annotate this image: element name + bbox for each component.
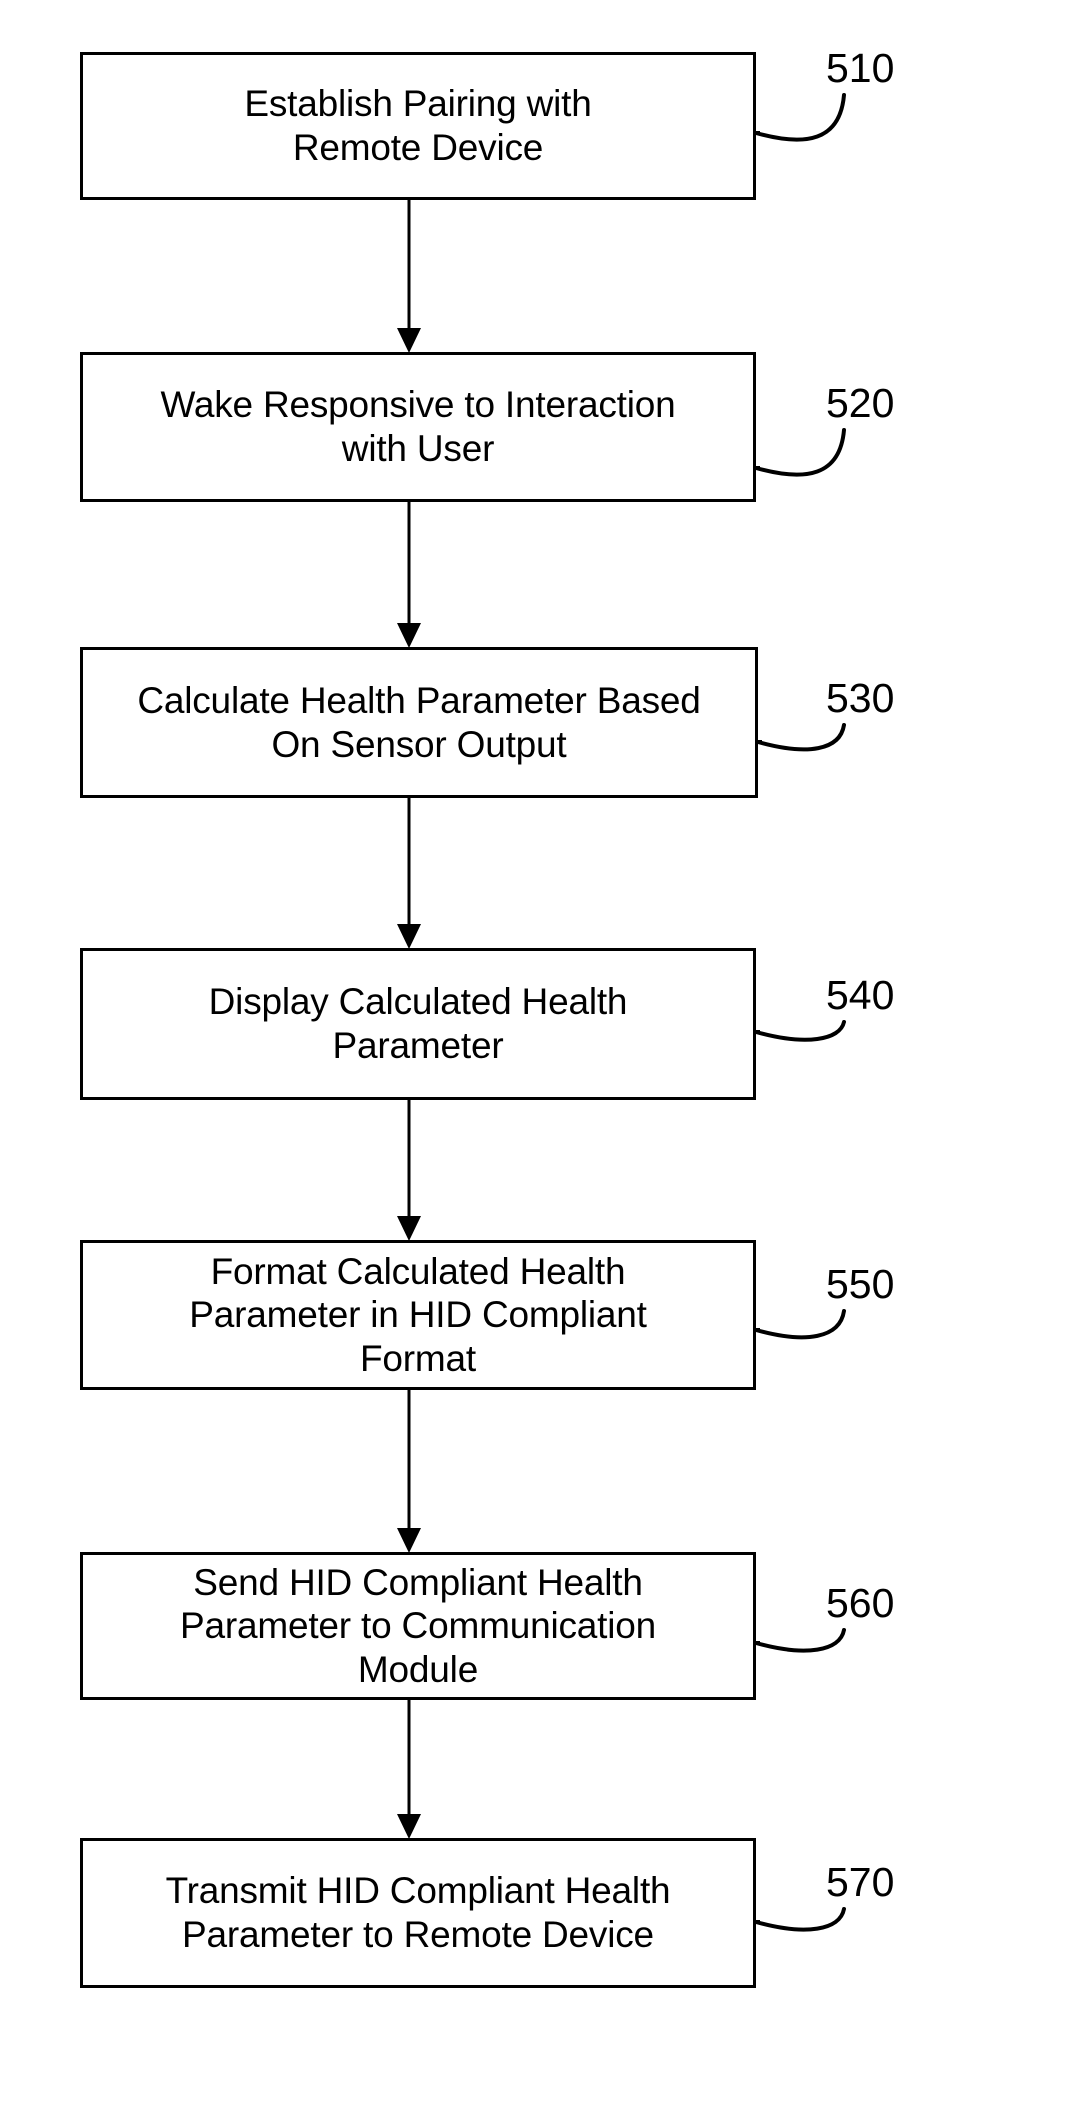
- reference-numeral-550: 550: [826, 1261, 895, 1307]
- process-box-label: Send HID Compliant Health Parameter to C…: [180, 1561, 656, 1690]
- leader-line-540: [754, 1020, 846, 1042]
- reference-numeral-520: 520: [826, 380, 895, 426]
- arrow-head: [397, 1216, 421, 1241]
- reference-numeral-540: 540: [826, 972, 895, 1018]
- process-box-550: Format Calculated Health Parameter in HI…: [80, 1240, 756, 1390]
- process-box-label: Format Calculated Health Parameter in HI…: [189, 1250, 647, 1379]
- arrow-head: [397, 328, 421, 353]
- arrow-head: [397, 1528, 421, 1553]
- connector-arrow-560-to-570: [397, 1700, 421, 1839]
- process-box-570: Transmit HID Compliant Health Parameter …: [80, 1838, 756, 1988]
- process-box-label: Wake Responsive to Interaction with User: [160, 384, 676, 469]
- leader-line-520: [754, 428, 846, 477]
- process-box-label: Display Calculated Health Parameter: [208, 981, 628, 1066]
- process-box-510: Establish Pairing with Remote Device: [80, 52, 756, 200]
- connector-arrow-550-to-560: [397, 1390, 421, 1553]
- reference-numeral-570: 570: [826, 1859, 895, 1905]
- reference-numeral-510: 510: [826, 45, 895, 91]
- reference-numeral-530: 530: [826, 675, 895, 721]
- process-box-label: Establish Pairing with Remote Device: [244, 83, 592, 168]
- leader-line-560: [754, 1628, 846, 1653]
- process-box-label: Calculate Health Parameter Based On Sens…: [137, 679, 701, 765]
- connector-arrow-520-to-530: [397, 502, 421, 648]
- leader-line-550: [754, 1309, 846, 1340]
- connector-arrow-530-to-540: [397, 798, 421, 949]
- process-box-label: Transmit HID Compliant Health Parameter …: [165, 1870, 671, 1955]
- connector-arrow-510-to-520: [397, 200, 421, 353]
- process-box-560: Send HID Compliant Health Parameter to C…: [80, 1552, 756, 1700]
- process-box-520: Wake Responsive to Interaction with User: [80, 352, 756, 502]
- leader-line-530: [756, 723, 846, 752]
- arrow-head: [397, 1814, 421, 1839]
- connector-arrow-540-to-550: [397, 1100, 421, 1241]
- arrow-head: [397, 623, 421, 648]
- arrow-head: [397, 924, 421, 949]
- process-box-530: Calculate Health Parameter Based On Sens…: [80, 647, 758, 798]
- process-box-540: Display Calculated Health Parameter: [80, 948, 756, 1100]
- reference-numeral-560: 560: [826, 1580, 895, 1626]
- leader-line-570: [754, 1907, 846, 1932]
- leader-line-510: [754, 93, 846, 142]
